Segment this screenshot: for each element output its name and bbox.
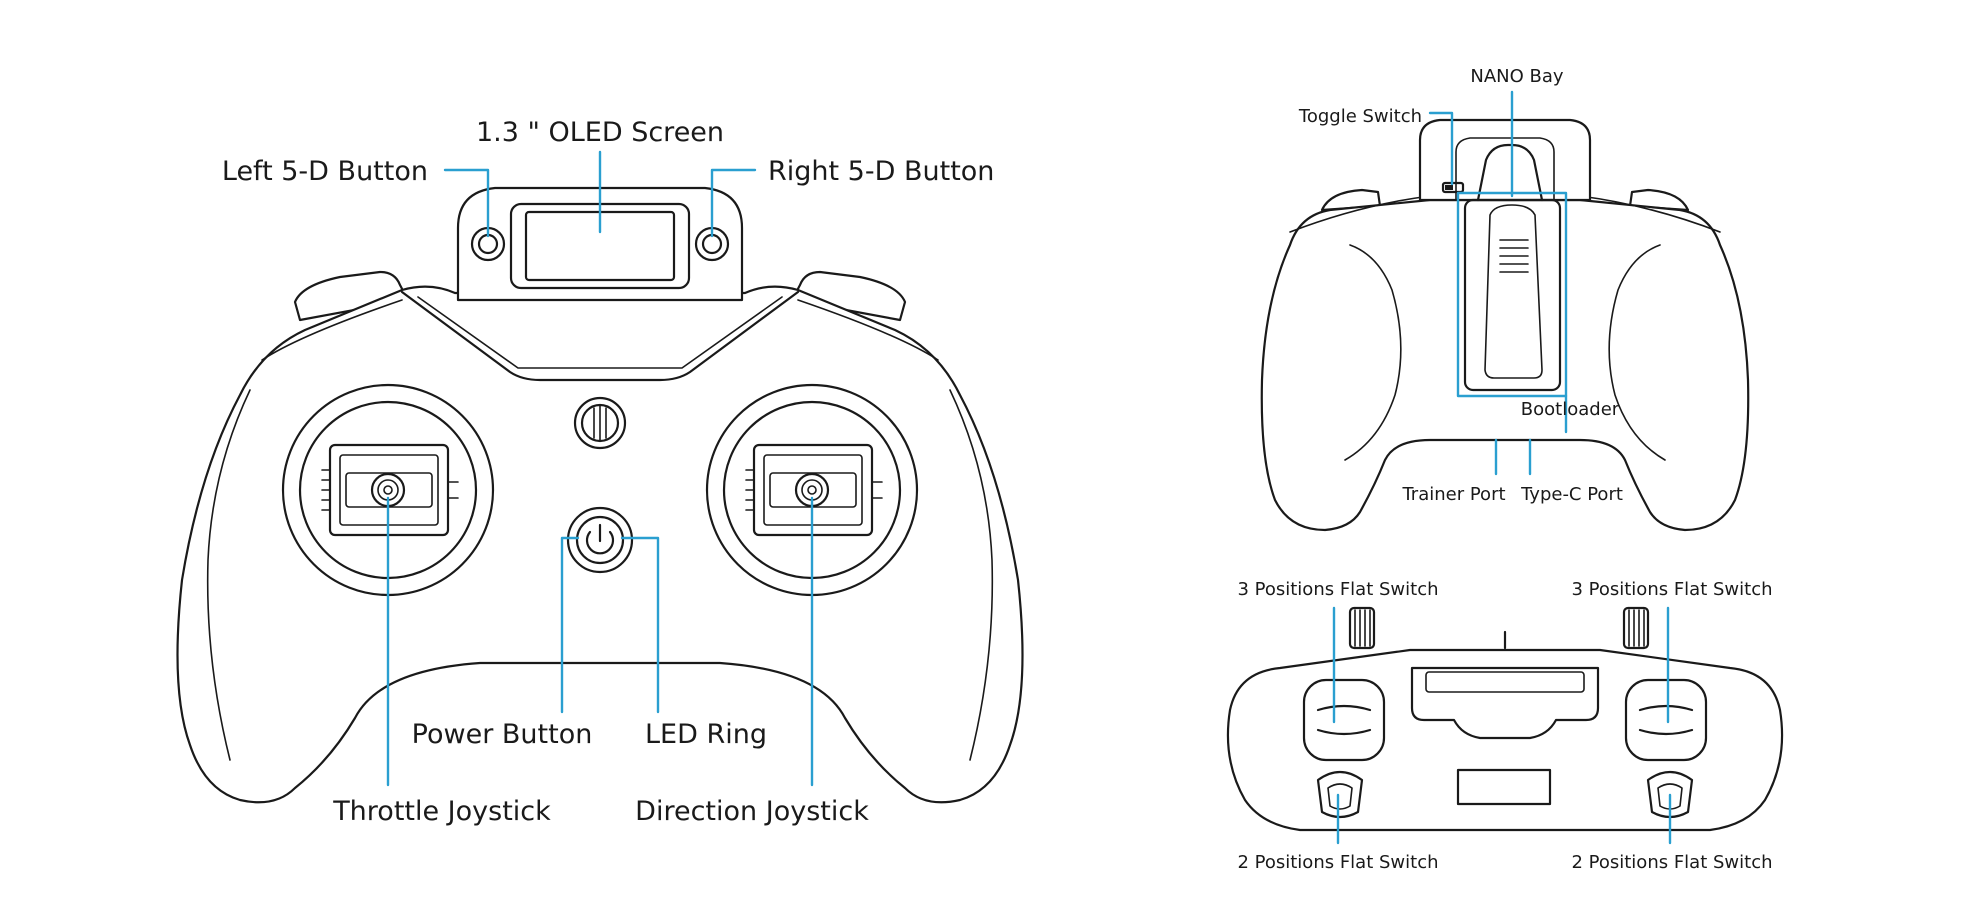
right-shoulder-bumper xyxy=(790,270,907,322)
back-body xyxy=(1260,198,1750,532)
right-two-position-switch[interactable] xyxy=(1646,770,1694,819)
power-icon xyxy=(585,523,615,555)
left-three-position-switch[interactable] xyxy=(1302,678,1386,762)
top-port-block xyxy=(1456,768,1552,806)
left-knob-icon xyxy=(1348,606,1376,650)
back-right-bumper xyxy=(1628,188,1690,212)
right-knob-icon xyxy=(1622,606,1650,650)
top-center-slot xyxy=(1425,671,1585,693)
left-top-line xyxy=(261,299,403,361)
grip-ridges xyxy=(1499,239,1529,273)
back-left-grip-line xyxy=(1344,244,1402,461)
back-view: NANO Bay Toggle Switch Bootloader Traine… xyxy=(1260,66,1750,532)
front-view: 1.3 " OLED Screen Left 5-D Button Right … xyxy=(176,117,1024,827)
trainer-port-label: Trainer Port xyxy=(1401,484,1505,505)
toggle-switch-label: Toggle Switch xyxy=(1298,106,1422,127)
top-view: 3 Positions Flat Switch 3 Positions Flat… xyxy=(1226,579,1784,873)
power-leader xyxy=(560,536,580,714)
power-button[interactable] xyxy=(566,506,634,574)
back-top-line-left xyxy=(1289,195,1431,233)
back-left-bumper xyxy=(1320,188,1382,212)
right-5d-button-label: Right 5-D Button xyxy=(768,156,994,187)
right-5d-leader xyxy=(710,168,757,238)
two-pos-left-label: 2 Positions Flat Switch xyxy=(1237,852,1438,873)
nano-bay-inner xyxy=(1455,137,1555,201)
back-top-line-right xyxy=(1579,195,1721,233)
left-shoulder-bumper xyxy=(293,270,410,322)
three-pos-right-label: 3 Positions Flat Switch xyxy=(1571,579,1772,600)
direction-joystick-label: Direction Joystick xyxy=(635,796,869,827)
two-pos-right-label: 2 Positions Flat Switch xyxy=(1571,852,1772,873)
toggle-switch-knob xyxy=(1445,185,1453,190)
battery-door xyxy=(1463,198,1562,392)
controller-body xyxy=(176,285,1024,804)
screen-housing xyxy=(456,186,744,302)
center-panel xyxy=(400,290,800,382)
battery-door-grip xyxy=(1484,204,1543,379)
top-body xyxy=(1226,648,1784,832)
center-panel-inner xyxy=(417,296,783,369)
right-three-position-switch[interactable] xyxy=(1624,678,1708,762)
left-two-position-switch[interactable] xyxy=(1316,770,1364,819)
power-button-label: Power Button xyxy=(412,719,593,750)
three-pos-left-label: 3 Positions Flat Switch xyxy=(1237,579,1438,600)
right-top-line xyxy=(797,299,939,361)
throttle-joystick-label: Throttle Joystick xyxy=(332,796,551,827)
top-center-bay xyxy=(1410,666,1600,740)
led-ring-label: LED Ring xyxy=(645,719,767,750)
left-5d-button-label: Left 5-D Button xyxy=(222,156,428,187)
led-ring-leader xyxy=(620,536,660,714)
left-5d-leader xyxy=(443,168,490,238)
left-grip-line xyxy=(206,389,251,761)
oled-screen-label: 1.3 " OLED Screen xyxy=(476,117,724,148)
right-grip-line xyxy=(949,389,994,761)
scroll-wheel-icon[interactable] xyxy=(573,396,627,450)
toggle-switch-leader xyxy=(1428,111,1454,186)
nano-bay-slot xyxy=(1476,143,1544,202)
back-right-grip-line xyxy=(1608,244,1666,461)
type-c-port-label: Type-C Port xyxy=(1520,484,1623,505)
nano-bay-label: NANO Bay xyxy=(1470,66,1564,87)
bootloader-label: Bootloader xyxy=(1521,399,1620,420)
